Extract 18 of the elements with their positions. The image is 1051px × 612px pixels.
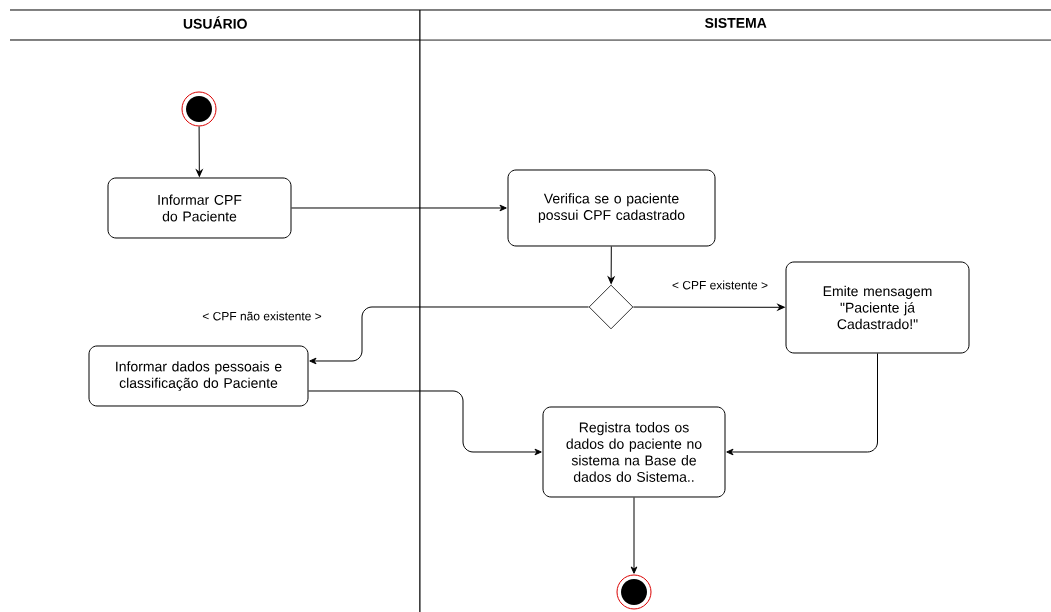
arrow — [196, 126, 203, 177]
arrow — [309, 306, 590, 365]
edge-label: < CPF não existente > — [201, 310, 323, 322]
decision-diamond — [588, 284, 634, 330]
arrow — [607, 246, 615, 284]
arrow — [630, 497, 638, 574]
terminal-node — [616, 574, 652, 610]
activity-box: Informar dados pessoais e classificação do Paciente — [88, 345, 309, 407]
arrow — [308, 390, 542, 456]
activity-box: Emite mensagem "Paciente já Cadastrado!" — [785, 261, 970, 354]
arrow — [632, 304, 785, 311]
terminal-node — [181, 91, 217, 127]
arrow — [726, 353, 878, 456]
arrow — [291, 204, 507, 212]
activity-box: Registra todos os dados do paciente no sistema na Base de dados do Sistema.. — [542, 406, 726, 498]
activity-box: Informar CPF do Paciente — [107, 177, 292, 239]
activity-box: Verifica se o paciente possui CPF cadastrado — [507, 169, 716, 247]
edge-label: < CPF existente > — [671, 279, 770, 291]
